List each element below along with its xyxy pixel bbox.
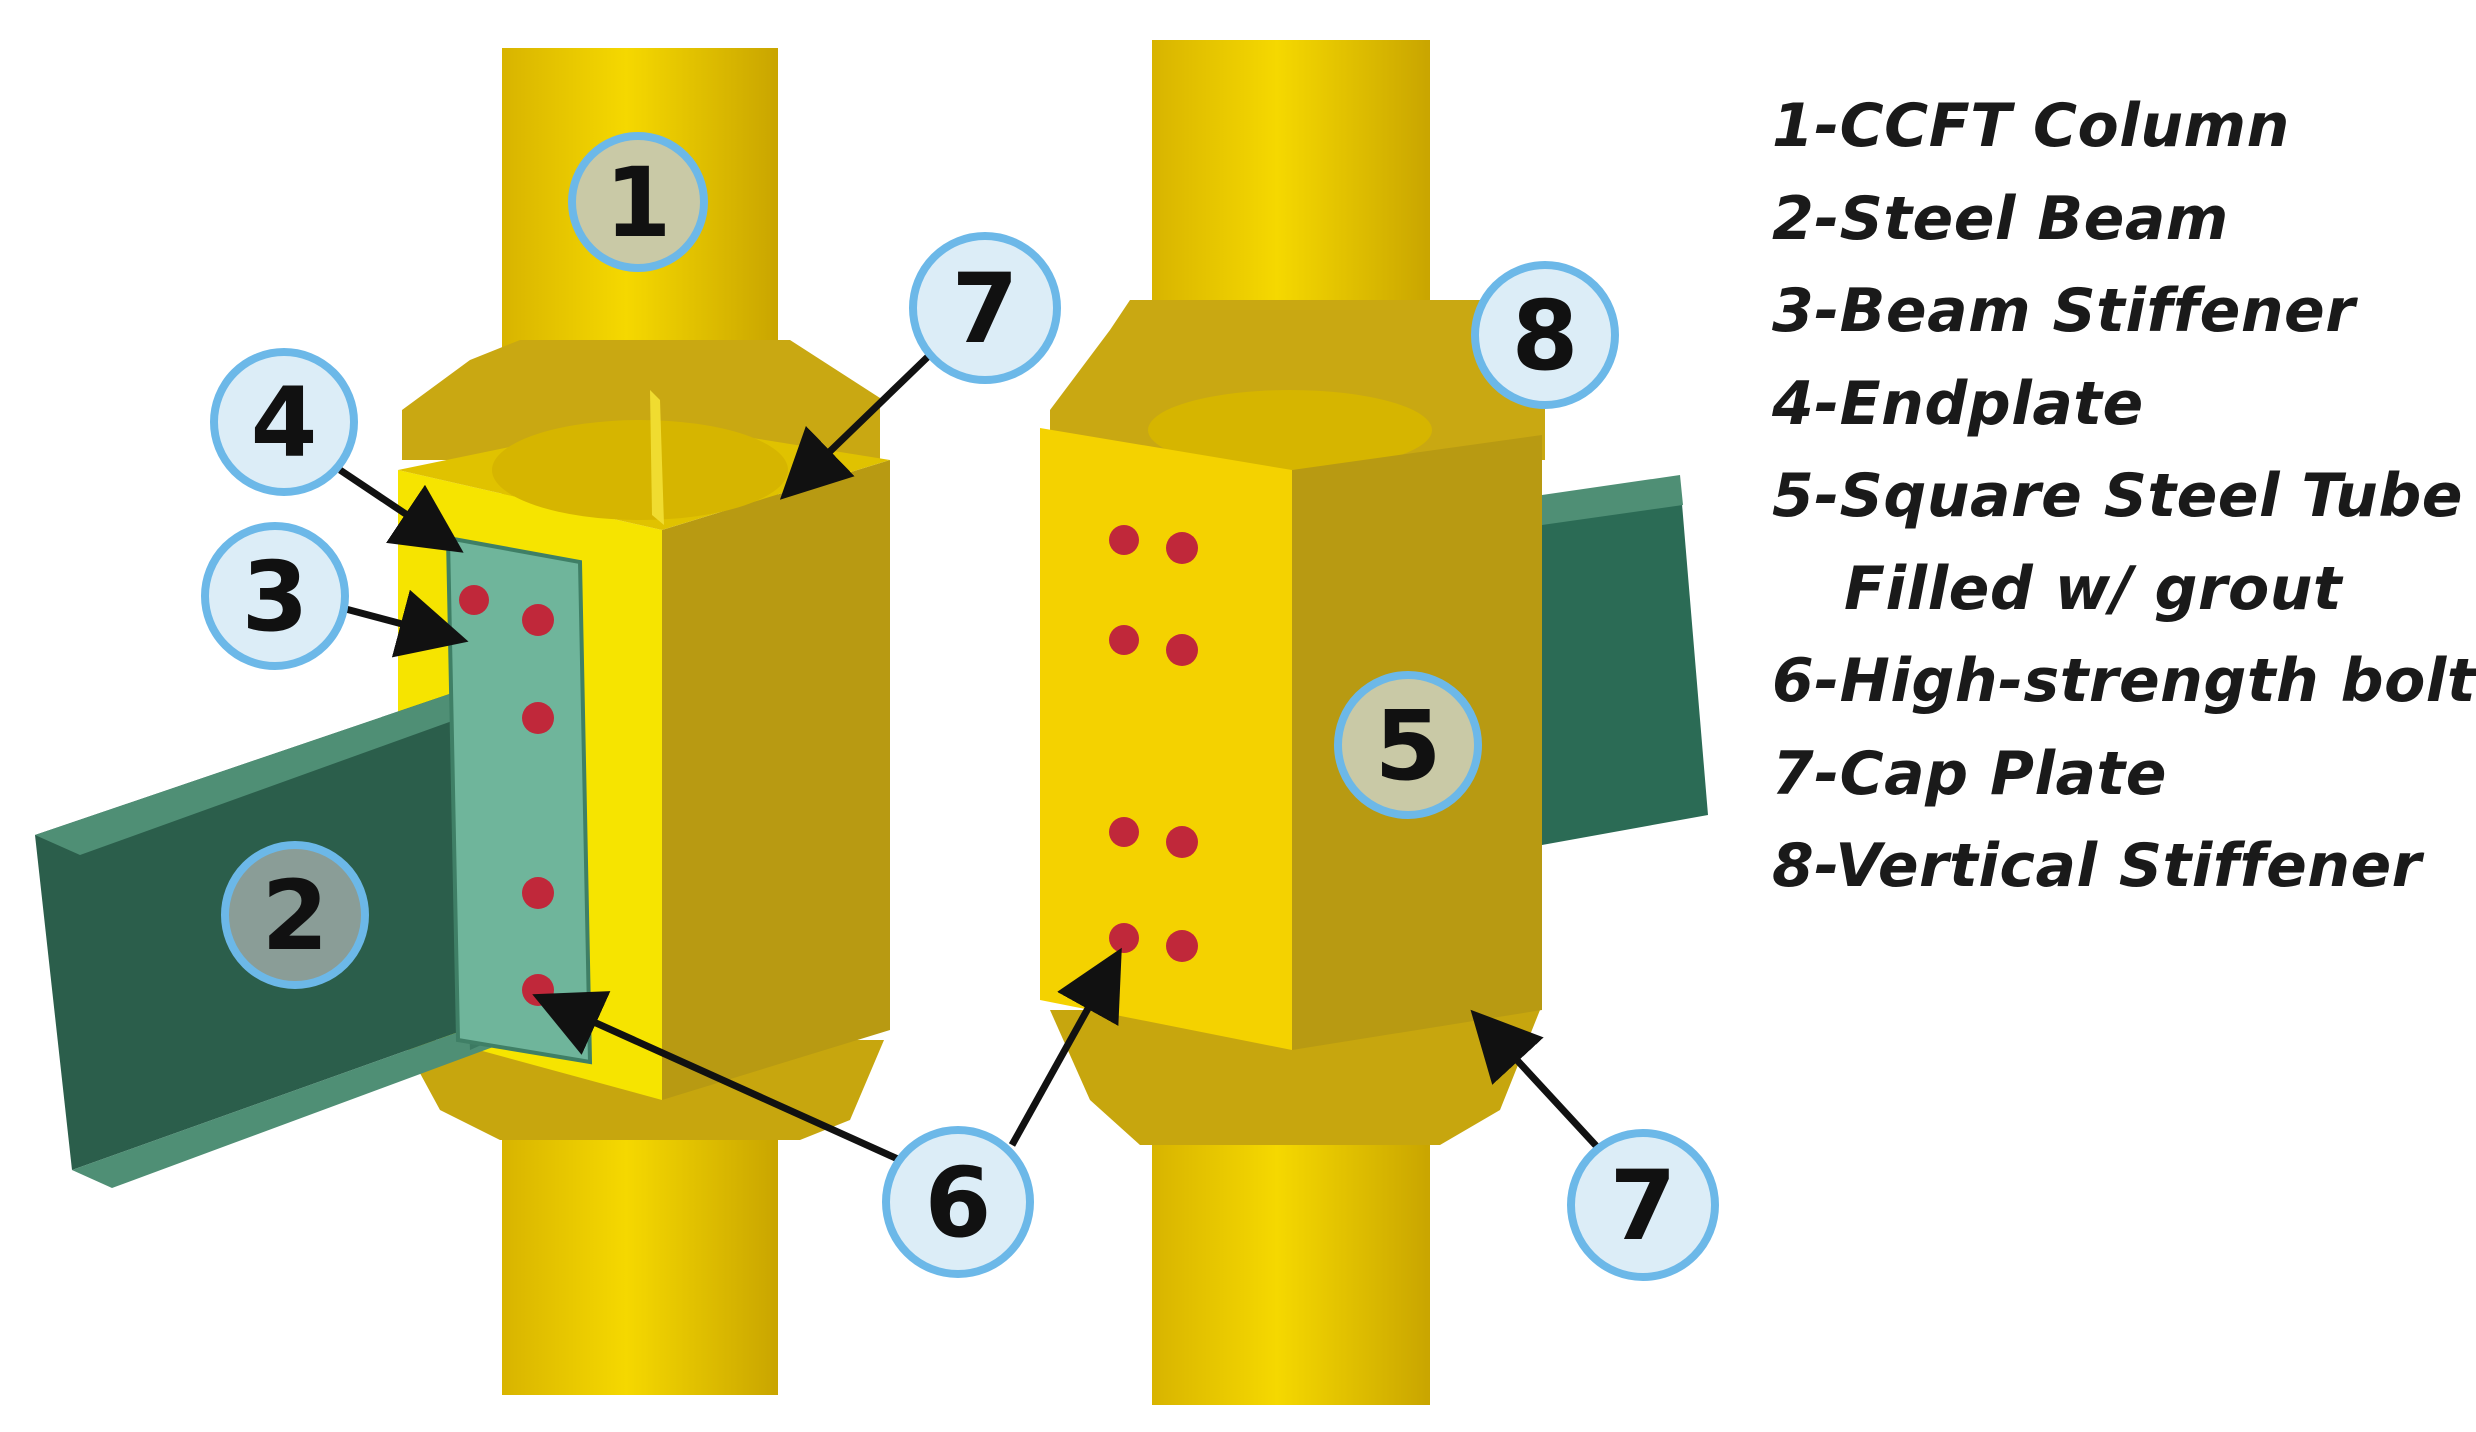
callout-5-circle <box>1334 671 1482 819</box>
left-column-top-ring <box>492 420 788 520</box>
legend-item-vertical-stiffener: 8-Vertical Stiffener <box>1772 831 2422 901</box>
arrow-6a <box>532 991 902 1164</box>
legend: 1-CCFT Column 2-Steel Beam 3-Beam Stiffe… <box>1772 80 2476 913</box>
bolt <box>1109 525 1139 555</box>
right-back-beam-flange <box>1542 475 1683 525</box>
callout-1-circle <box>568 132 708 272</box>
callout-1: 1 <box>568 132 708 272</box>
arrow-6b <box>1008 947 1122 1147</box>
callout-7a-circle <box>909 232 1061 384</box>
left-tube-side-face <box>662 460 890 1100</box>
legend-item-filled-grout: Filled w/ grout <box>1844 553 2343 624</box>
right-assembly <box>1040 40 1708 1405</box>
callout-2: 2 <box>221 841 369 989</box>
callout-3-label: 3 <box>242 541 309 653</box>
callout-8-circle <box>1471 261 1619 409</box>
callout-5-label: 5 <box>1375 690 1442 802</box>
callout-6-label: 6 <box>925 1147 992 1259</box>
bolt <box>522 877 554 909</box>
arrow-3 <box>341 589 469 658</box>
arrow-4 <box>338 467 464 553</box>
bolt <box>1166 826 1198 858</box>
left-top-cap-plate <box>402 340 880 460</box>
callout-3: 3 <box>201 522 349 670</box>
right-back-beam <box>1542 480 1708 845</box>
bolt <box>1166 930 1198 962</box>
left-vertical-stiffener <box>650 390 664 525</box>
callout-8-label: 8 <box>1512 280 1579 392</box>
legend-item-high-strength-bolt: 6-High-strength bolt <box>1772 646 2476 716</box>
bolt <box>1109 923 1139 953</box>
bolt <box>522 702 554 734</box>
callout-1-label: 1 <box>605 147 672 259</box>
callout-2-circle <box>221 841 369 989</box>
steel-beam-bottom-flange <box>72 1010 566 1188</box>
callout-4-circle <box>210 348 358 496</box>
callout-4-label: 4 <box>251 367 318 479</box>
legend-item-cap-plate: 7-Cap Plate <box>1772 738 2167 809</box>
callout-2-label: 2 <box>262 860 329 972</box>
leader-arrows <box>338 342 1603 1164</box>
bolt <box>459 585 489 615</box>
callout-7a-label: 7 <box>952 253 1019 365</box>
callout-3-circle <box>201 522 349 670</box>
steel-beam-top-flange <box>35 670 566 855</box>
callout-5: 5 <box>1334 671 1482 819</box>
right-bottom-cap-plate <box>1050 1010 1540 1145</box>
bolt <box>1109 817 1139 847</box>
legend-item-beam-stiffener: 3-Beam Stiffener <box>1772 276 2356 346</box>
legend-item-square-steel-tube: 5-Square Steel Tube <box>1772 461 2463 531</box>
arrow-7b <box>1470 1009 1603 1153</box>
callout-4: 4 <box>210 348 358 496</box>
tube-bolts <box>1109 525 1198 962</box>
legend-item-endplate: 4-Endplate <box>1772 368 2144 439</box>
legend-item-ccft-column: 1-CCFT Column <box>1772 91 2290 161</box>
legend-item-steel-beam: 2-Steel Beam <box>1772 183 2229 254</box>
arrow-7a <box>779 342 943 500</box>
endplate <box>445 535 593 1065</box>
bolt <box>522 604 554 636</box>
callout-7b-label: 7 <box>1610 1150 1677 1262</box>
callout-7b: 7 <box>1567 1129 1719 1281</box>
callout-6: 6 <box>882 1126 1034 1278</box>
callout-6-circle <box>882 1126 1034 1278</box>
callout-7b-circle <box>1567 1129 1719 1281</box>
left-assembly <box>35 48 890 1395</box>
right-column-top-ring <box>1148 390 1432 470</box>
callout-8: 8 <box>1471 261 1619 409</box>
right-tube-front-face <box>1040 428 1292 1050</box>
bolt <box>1109 625 1139 655</box>
bolt <box>1166 634 1198 666</box>
bolt <box>1166 532 1198 564</box>
callout-7a: 7 <box>909 232 1061 384</box>
